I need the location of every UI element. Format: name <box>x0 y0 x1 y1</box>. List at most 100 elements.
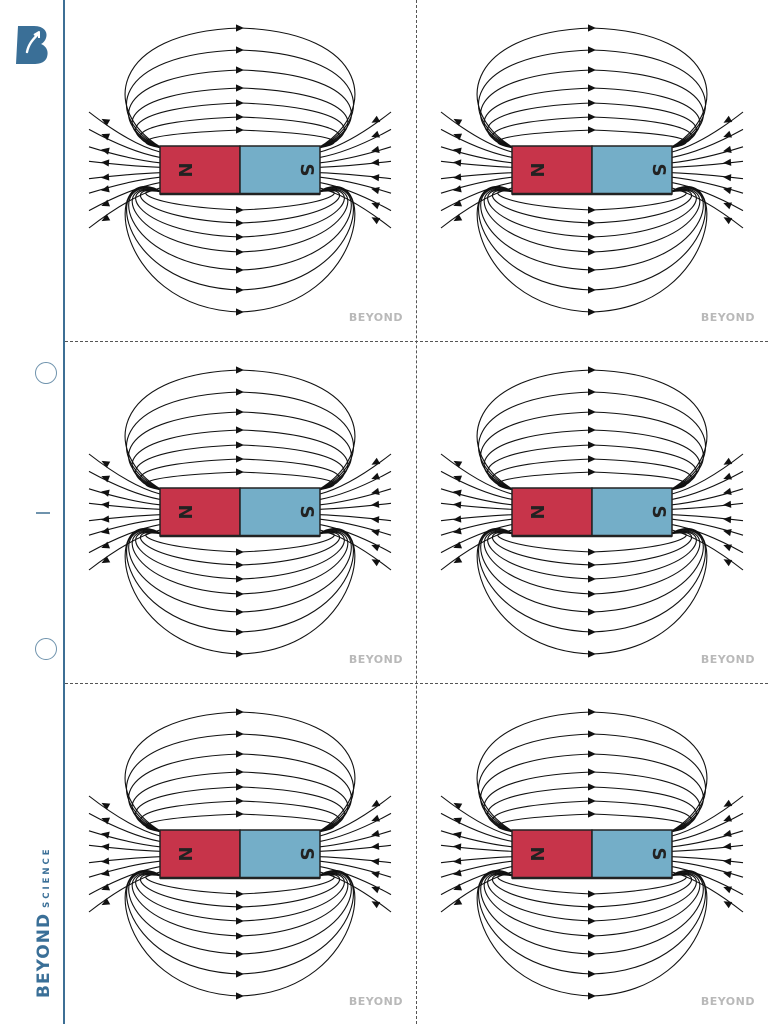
field-arrow-icon <box>453 460 463 468</box>
field-line-south <box>671 518 744 536</box>
south-pole <box>591 829 673 879</box>
field-arrow-icon <box>371 842 380 850</box>
field-arrow-icon <box>588 233 596 241</box>
field-arrow-icon <box>236 797 244 805</box>
field-line-south <box>319 529 392 571</box>
field-line-south <box>319 453 392 495</box>
field-line-south <box>319 187 392 229</box>
field-arrow-icon <box>588 903 596 911</box>
binder-hole-top <box>35 362 57 384</box>
binder-hole-bottom <box>35 638 57 660</box>
field-arrow-icon <box>371 174 380 182</box>
field-line-north <box>440 529 513 571</box>
beyond-logo-icon <box>16 26 48 64</box>
field-line-south <box>671 795 744 837</box>
field-arrow-icon <box>453 843 462 851</box>
field-arrow-icon <box>101 199 111 207</box>
south-label: S <box>296 506 317 519</box>
field-line-south <box>671 146 744 164</box>
field-arrow-icon <box>101 475 111 483</box>
cut-line-horizontal-2 <box>65 683 768 684</box>
field-arrow-icon <box>101 147 110 155</box>
south-label: S <box>296 848 317 861</box>
brand-tagline: SCIENCE <box>42 846 52 908</box>
field-line-south <box>319 856 392 864</box>
field-arrow-icon <box>236 903 244 911</box>
field-arrow-icon <box>101 857 110 865</box>
field-line-loop <box>139 458 341 491</box>
field-line-north <box>440 111 513 153</box>
field-line-loop <box>491 800 693 833</box>
field-line-north <box>440 470 513 500</box>
card-watermark: BEYOND <box>348 311 403 324</box>
field-arrow-icon <box>236 783 244 791</box>
field-arrow-icon <box>453 133 463 141</box>
field-line-south <box>671 866 744 896</box>
field-arrow-icon <box>453 541 463 549</box>
field-arrow-icon <box>101 843 110 851</box>
field-arrow-icon <box>101 185 110 193</box>
field-line-loop <box>135 102 345 149</box>
field-arrow-icon <box>453 857 462 865</box>
field-arrow-icon <box>723 174 732 182</box>
field-line-south <box>671 830 744 848</box>
field-line-loop <box>131 872 349 937</box>
field-arrow-icon <box>588 750 596 758</box>
field-line-north <box>88 514 161 522</box>
field-line-south <box>671 470 744 500</box>
field-arrow-icon <box>588 248 596 256</box>
field-line-north <box>440 453 513 495</box>
field-arrow-icon <box>101 869 110 877</box>
field-line-north <box>440 518 513 536</box>
field-line-north <box>440 160 513 168</box>
field-line-north <box>88 187 161 229</box>
field-arrow-icon <box>101 118 111 126</box>
field-arrow-icon <box>101 556 111 564</box>
field-line-south <box>671 187 744 229</box>
field-arrow-icon <box>236 219 244 227</box>
field-arrow-icon <box>236 248 244 256</box>
field-arrow-icon <box>236 932 244 940</box>
field-arrow-icon <box>236 650 244 658</box>
field-arrow-icon <box>236 266 244 274</box>
field-arrow-icon <box>723 187 732 195</box>
field-arrow-icon <box>453 802 463 810</box>
field-arrow-icon <box>236 950 244 958</box>
field-arrow-icon <box>371 799 381 807</box>
brand-name: BEYOND <box>34 912 54 998</box>
field-line-south <box>319 182 392 212</box>
field-line-loop <box>483 530 701 595</box>
field-arrow-icon <box>101 527 110 535</box>
south-pole <box>591 145 673 195</box>
field-arrow-icon <box>723 158 732 166</box>
field-arrow-icon <box>453 869 462 877</box>
field-line-south <box>671 812 744 842</box>
card-watermark: BEYOND <box>700 653 755 666</box>
field-arrow-icon <box>588 917 596 925</box>
card-watermark: BEYOND <box>348 653 403 666</box>
field-arrow-icon <box>588 628 596 636</box>
field-line-loop <box>476 869 708 997</box>
field-arrow-icon <box>588 308 596 316</box>
field-arrow-icon <box>101 214 111 222</box>
field-arrow-icon <box>236 388 244 396</box>
field-arrow-icon <box>236 66 244 74</box>
field-line-north <box>440 176 513 194</box>
field-arrow-icon <box>453 475 463 483</box>
cut-line-vertical <box>416 0 417 1024</box>
field-line-loop <box>483 872 701 937</box>
field-line-south <box>671 524 744 554</box>
field-arrow-icon <box>236 308 244 316</box>
north-pole <box>159 487 241 537</box>
field-line-loop <box>491 874 693 908</box>
field-arrow-icon <box>588 970 596 978</box>
field-line-loop <box>487 189 697 238</box>
field-arrow-icon <box>453 831 462 839</box>
field-line-loop <box>487 531 697 580</box>
field-arrow-icon <box>588 992 596 1000</box>
north-pole <box>511 829 593 879</box>
field-arrow-icon <box>588 266 596 274</box>
